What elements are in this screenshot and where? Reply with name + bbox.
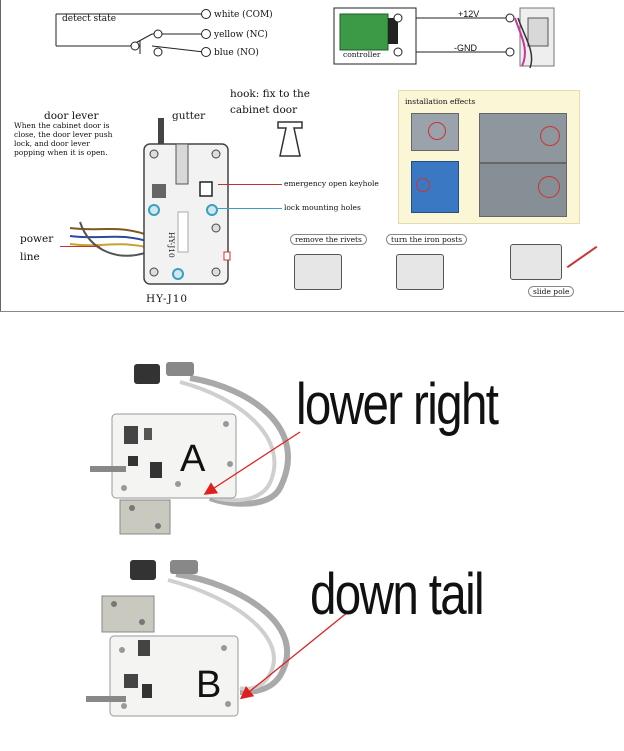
power-label-1: power bbox=[20, 233, 54, 245]
controller-wiring-diagram bbox=[333, 7, 555, 69]
top-panel: detect state white (COM) yellow (NC) blu… bbox=[0, 0, 624, 312]
photo-b-letter: B bbox=[196, 664, 222, 706]
install-photo-3-marker bbox=[416, 178, 430, 192]
step-turn-posts: turn the iron posts bbox=[384, 232, 468, 302]
blue-no-label: blue (NO) bbox=[214, 48, 259, 58]
install-photo-1-marker bbox=[428, 122, 446, 140]
step-turn-posts-label: turn the iron posts bbox=[386, 234, 468, 245]
door-lever-title: door lever bbox=[44, 110, 99, 122]
mounting-pointer-line bbox=[218, 208, 282, 209]
mounting-label: lock mounting holes bbox=[284, 203, 361, 212]
emergency-label: emergency open keyhole bbox=[284, 179, 379, 188]
door-lever-desc-line-1: When the cabinet door is bbox=[14, 121, 110, 130]
detect-switch-diagram bbox=[55, 9, 211, 57]
hook-label-1: hook: fix to the bbox=[230, 88, 310, 100]
install-photo-2 bbox=[479, 113, 567, 163]
install-photo-4 bbox=[479, 163, 567, 217]
arrow-lower-right bbox=[203, 431, 301, 495]
lower-right-label: lower right bbox=[296, 372, 499, 437]
plus12v-label: +12V bbox=[458, 9, 480, 19]
white-com-label: white (COM) bbox=[214, 10, 273, 20]
hook-shape bbox=[277, 121, 303, 157]
step-slide-pole: slide pole bbox=[506, 232, 606, 310]
power-label-2: line bbox=[20, 251, 40, 263]
panel-border-left bbox=[0, 0, 1, 312]
step-remove-rivets-lock bbox=[294, 254, 342, 290]
hook-label-2: cabinet door bbox=[230, 104, 298, 116]
photo-a-lock bbox=[90, 362, 291, 535]
door-lever-desc-line-3: lock, and door lever bbox=[14, 139, 90, 148]
install-photo-3 bbox=[411, 161, 459, 213]
down-tail-label: down tail bbox=[310, 562, 485, 627]
installation-title: installation effects bbox=[405, 97, 476, 106]
step-turn-posts-lock bbox=[396, 254, 444, 290]
arrow-down-tail bbox=[239, 611, 349, 700]
gnd-label: -GND bbox=[454, 43, 477, 53]
door-lever-desc: When the cabinet door is close, the door… bbox=[14, 121, 134, 157]
step-remove-rivets-label: remove the rivets bbox=[290, 234, 367, 245]
step-remove-rivets: remove the rivets bbox=[284, 232, 367, 302]
door-lever-desc-line-2: close, the door lever push bbox=[14, 130, 113, 139]
door-lever-desc-line-4: popping when it is open. bbox=[14, 148, 108, 157]
install-photo-4-marker bbox=[538, 176, 560, 198]
step-slide-pole-label: slide pole bbox=[528, 286, 575, 297]
controller-label: controller bbox=[343, 50, 381, 59]
gutter-label: gutter bbox=[172, 110, 206, 122]
panel-border-bottom bbox=[0, 311, 624, 312]
detect-state-label: detect state bbox=[62, 14, 117, 24]
lock-body-drawing bbox=[69, 118, 231, 285]
photo-a-letter: A bbox=[180, 438, 206, 480]
emergency-pointer-line bbox=[218, 184, 282, 185]
power-pointer-line bbox=[60, 246, 100, 247]
install-photo-1 bbox=[411, 113, 459, 151]
step-slide-pole-lock bbox=[510, 244, 562, 280]
model-label: HY-J10 bbox=[146, 293, 189, 305]
install-photo-2-marker bbox=[540, 126, 560, 146]
installation-plate: installation effects bbox=[398, 90, 580, 224]
yellow-nc-label: yellow (NC) bbox=[214, 30, 268, 40]
